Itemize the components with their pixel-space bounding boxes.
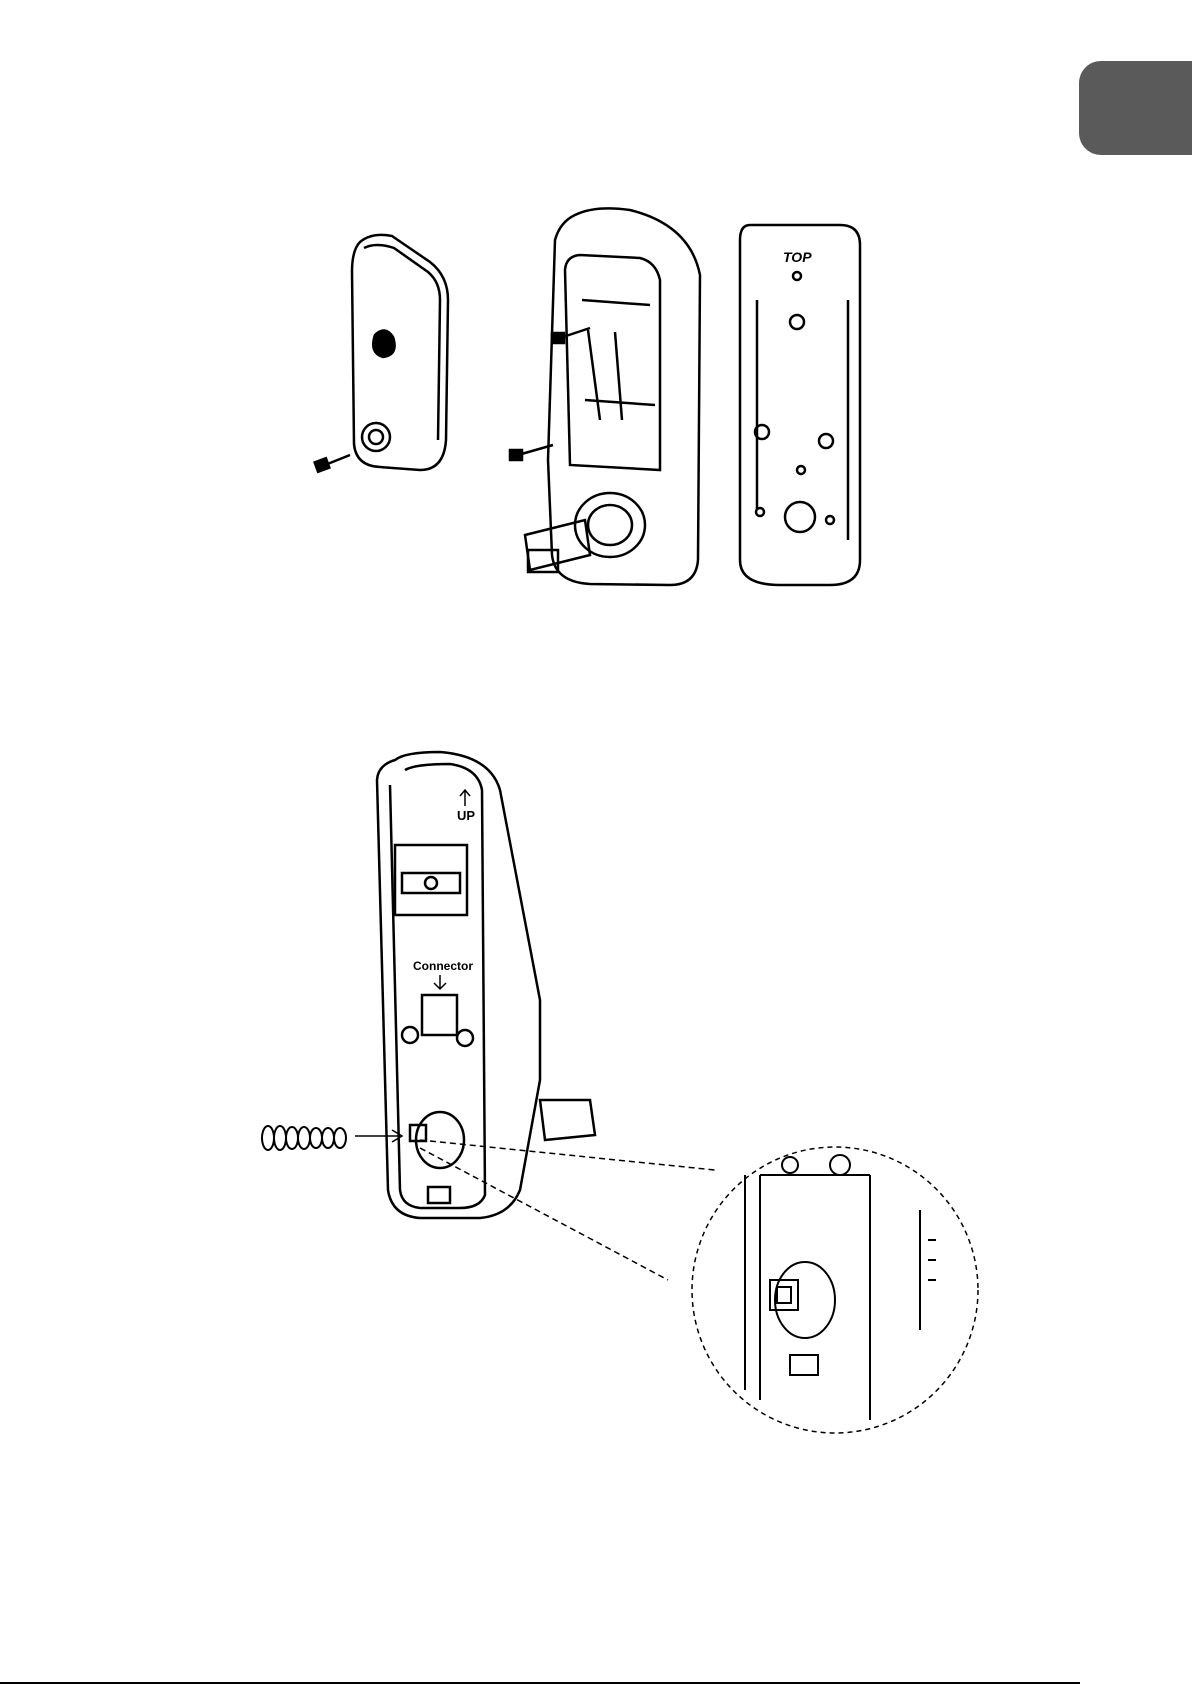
battery-cover [350,233,450,472]
detail-view [744,1154,936,1420]
screw-icon [313,453,351,474]
section-tab [1079,61,1192,155]
lock-body-front [523,207,702,587]
footer-rule [0,1682,1080,1684]
screw-icon [550,326,591,345]
connector-label: Connector [413,959,473,973]
arrow-icon [355,1129,404,1143]
screw-icon [508,443,554,462]
figure-lock-back: UP Connector [261,750,979,1434]
figure-exploded-lock: TOP [313,207,862,587]
top-label: TOP [783,249,812,265]
spring-icon [261,1125,347,1151]
back-plate: TOP [738,223,862,587]
detail-magnifier [691,1146,979,1434]
up-label: UP [457,808,475,823]
